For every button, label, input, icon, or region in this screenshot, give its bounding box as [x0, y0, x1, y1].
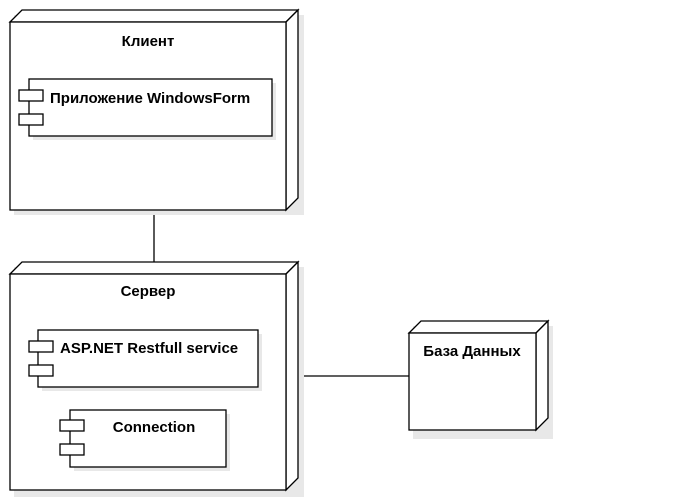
- server-node-label: Сервер: [121, 283, 176, 300]
- component-port-icon: [59, 443, 85, 456]
- component-port-icon: [28, 340, 54, 353]
- database-node[interactable]: База Данных: [407, 319, 553, 439]
- connection-component[interactable]: Connection: [59, 409, 230, 471]
- component-port-icon: [18, 89, 44, 102]
- windowsform-component[interactable]: Приложение WindowsForm: [18, 78, 276, 140]
- database-node-label: База Данных: [423, 343, 521, 360]
- connection-component-label: Connection: [113, 419, 196, 436]
- client-node-label: Клиент: [122, 33, 175, 50]
- component-port-icon: [18, 113, 44, 126]
- asp-net-component-label: ASP.NET Restfull service: [60, 340, 238, 357]
- component-port-icon: [59, 419, 85, 432]
- client-node[interactable]: Клиент Приложение WindowsForm: [8, 8, 304, 215]
- asp-net-component[interactable]: ASP.NET Restfull service: [28, 329, 262, 391]
- server-node[interactable]: Сервер ASP.NET Restfull service Connecti…: [8, 260, 304, 497]
- windowsform-component-label: Приложение WindowsForm: [50, 90, 250, 107]
- component-port-icon: [28, 364, 54, 377]
